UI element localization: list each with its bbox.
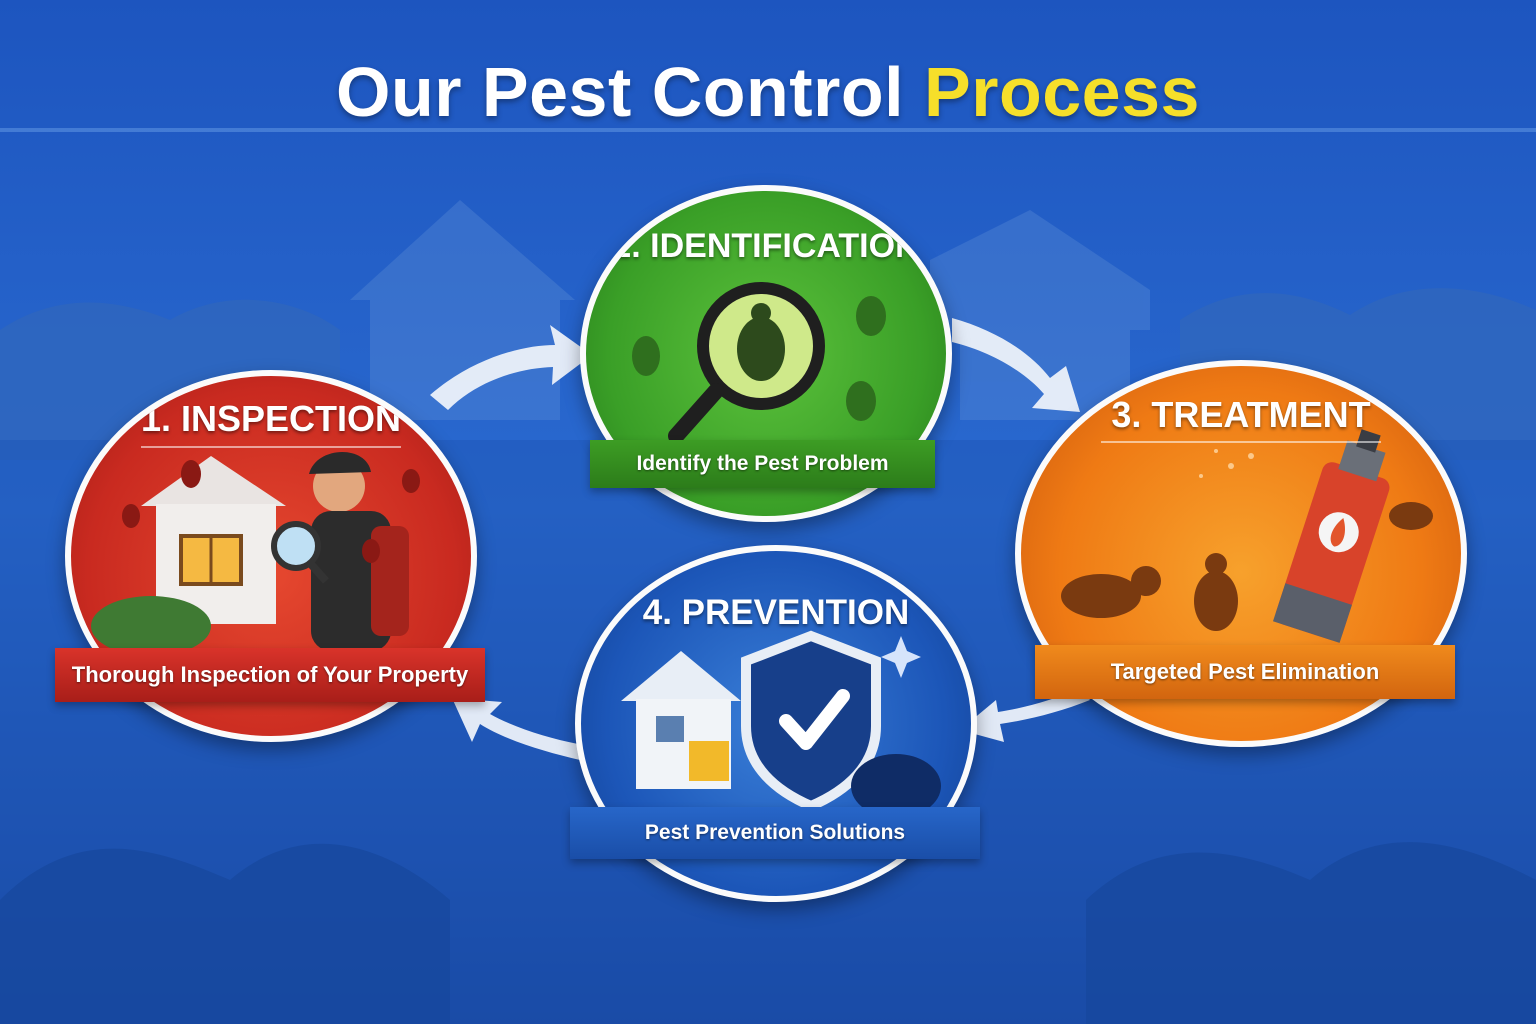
magnifier-technician-icon <box>91 451 420 656</box>
bug-magnifier-icon <box>632 282 886 444</box>
treatment-rule <box>1101 441 1381 443</box>
title-main: Our Pest Control <box>336 53 905 131</box>
treatment-title: 3. TREATMENT <box>1111 394 1371 435</box>
identification-caption: Identify the Pest Problem <box>590 440 935 488</box>
spray-can-icon <box>1061 429 1433 643</box>
identification-title: 2. IDENTIFICATION <box>612 227 920 265</box>
title-accent: Process <box>924 53 1200 131</box>
step-treatment[interactable]: 3. TREATMENT Targeted Pest Elimination <box>1015 360 1475 747</box>
shield-check-icon <box>621 630 941 818</box>
treatment-caption: Targeted Pest Elimination <box>1035 645 1455 699</box>
prevention-title: 4. PREVENTION <box>642 593 910 632</box>
step-identification[interactable]: 2. IDENTIFICATION Identify the Pest Prob… <box>580 185 952 522</box>
prevention-caption: Pest Prevention Solutions <box>570 807 980 859</box>
step-prevention[interactable]: 4. PREVENTION Pest Prevention Solutions <box>570 545 980 910</box>
inspection-title: 1. INSPECTION <box>140 398 402 439</box>
inspection-caption: Thorough Inspection of Your Property <box>55 648 485 702</box>
page-title: Our Pest Control Process <box>0 52 1536 132</box>
step-inspection[interactable]: 1. INSPECTION Thorough Inspection of You… <box>55 370 485 742</box>
inspection-rule <box>141 446 401 448</box>
